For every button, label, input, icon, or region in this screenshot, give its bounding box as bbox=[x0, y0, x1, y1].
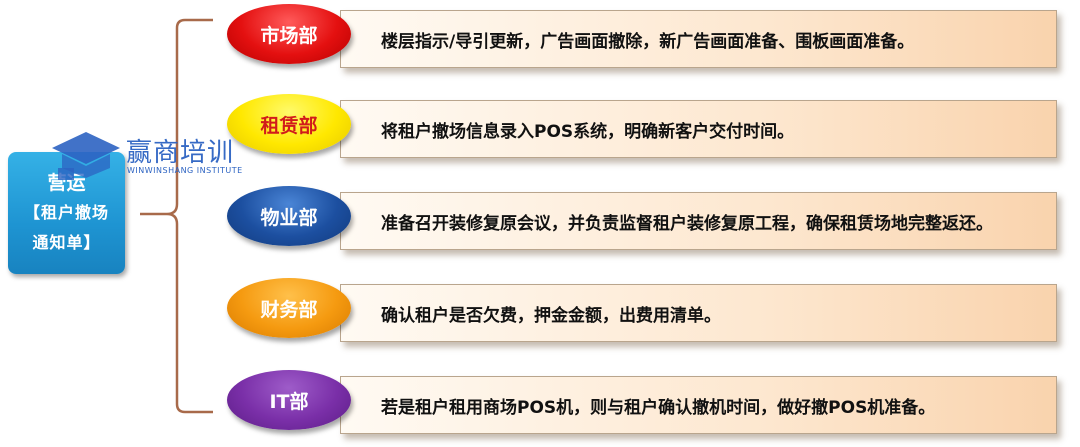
department-desc: 将租户撤场信息录入POS系统，明确新客户交付时间。 bbox=[381, 121, 795, 142]
department-row-marketing: 楼层指示/导引更新，广告画面撤除，新广告画面准备、围板画面准备。 市场部 bbox=[0, 0, 1080, 78]
department-desc-box: 若是租户租用商场POS机，则与租户确认撤机时间，做好撤POS机准备。 bbox=[340, 376, 1057, 434]
department-desc: 确认租户是否欠费，押金金额，出费用清单。 bbox=[381, 305, 721, 326]
department-oval: IT部 bbox=[227, 370, 351, 430]
department-name: IT部 bbox=[269, 390, 309, 413]
department-desc-box: 将租户撤场信息录入POS系统，明确新客户交付时间。 bbox=[340, 100, 1057, 158]
department-name: 财务部 bbox=[260, 298, 318, 321]
department-name: 物业部 bbox=[260, 206, 318, 229]
department-oval: 市场部 bbox=[227, 4, 351, 64]
department-name: 租赁部 bbox=[260, 114, 318, 137]
department-desc-box: 准备召开装修复原会议，并负责监督租户装修复原工程，确保租赁场地完整返还。 bbox=[340, 192, 1057, 250]
department-row-property: 准备召开装修复原会议，并负责监督租户装修复原工程，确保租赁场地完整返还。 物业部 bbox=[0, 180, 1080, 260]
department-desc-box: 确认租户是否欠费，押金金额，出费用清单。 bbox=[340, 284, 1057, 342]
department-desc: 准备召开装修复原会议，并负责监督租户装修复原工程，确保租赁场地完整返还。 bbox=[381, 213, 993, 234]
root-subtitle-line1: 【租户撤场 bbox=[23, 203, 109, 222]
department-desc: 楼层指示/导引更新，广告画面撤除，新广告画面准备、围板画面准备。 bbox=[381, 31, 915, 52]
department-oval: 物业部 bbox=[227, 186, 351, 246]
department-oval: 租赁部 bbox=[227, 94, 351, 154]
department-row-leasing: 将租户撤场信息录入POS系统，明确新客户交付时间。 租赁部 bbox=[0, 88, 1080, 168]
department-name: 市场部 bbox=[260, 24, 318, 47]
department-row-it: 若是租户租用商场POS机，则与租户确认撤机时间，做好撤POS机准备。 IT部 bbox=[0, 364, 1080, 444]
department-desc: 若是租户租用商场POS机，则与租户确认撤机时间，做好撤POS机准备。 bbox=[381, 397, 936, 418]
department-desc-box: 楼层指示/导引更新，广告画面撤除，新广告画面准备、围板画面准备。 bbox=[340, 10, 1057, 68]
root-subtitle-line2: 通知单】 bbox=[32, 233, 101, 252]
department-row-finance: 确认租户是否欠费，押金金额，出费用清单。 财务部 bbox=[0, 272, 1080, 352]
department-oval: 财务部 bbox=[227, 278, 351, 338]
